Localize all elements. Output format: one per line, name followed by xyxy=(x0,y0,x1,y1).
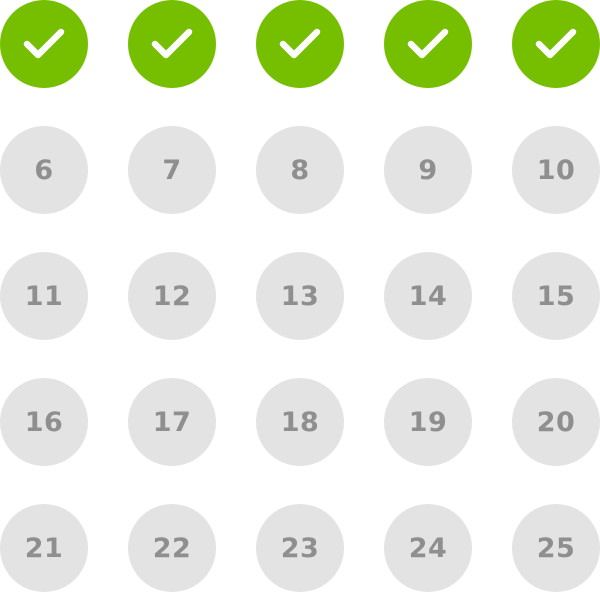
level-button[interactable]: 10 xyxy=(512,126,600,214)
level-number: 17 xyxy=(152,406,192,438)
level-button[interactable]: 21 xyxy=(0,504,88,592)
level-number: 20 xyxy=(536,406,576,438)
level-number: 25 xyxy=(536,532,576,564)
level-number: 12 xyxy=(152,280,192,312)
level-completed[interactable] xyxy=(0,0,88,88)
checkmark-icon xyxy=(151,27,193,61)
level-number: 14 xyxy=(408,280,448,312)
level-button[interactable]: 23 xyxy=(256,504,344,592)
level-completed[interactable] xyxy=(512,0,600,88)
level-number: 9 xyxy=(418,154,438,186)
level-button[interactable]: 18 xyxy=(256,378,344,466)
level-number: 23 xyxy=(280,532,320,564)
level-button[interactable]: 6 xyxy=(0,126,88,214)
level-number: 16 xyxy=(24,406,64,438)
level-button[interactable]: 19 xyxy=(384,378,472,466)
checkmark-icon xyxy=(407,27,449,61)
level-completed[interactable] xyxy=(256,0,344,88)
level-number: 19 xyxy=(408,406,448,438)
level-button[interactable]: 22 xyxy=(128,504,216,592)
level-button[interactable]: 12 xyxy=(128,252,216,340)
level-number: 10 xyxy=(536,154,576,186)
level-button[interactable]: 9 xyxy=(384,126,472,214)
level-number: 15 xyxy=(536,280,576,312)
level-number: 24 xyxy=(408,532,448,564)
level-button[interactable]: 20 xyxy=(512,378,600,466)
level-button[interactable]: 14 xyxy=(384,252,472,340)
level-number: 18 xyxy=(280,406,320,438)
level-number: 11 xyxy=(24,280,64,312)
level-number: 13 xyxy=(280,280,320,312)
level-button[interactable]: 15 xyxy=(512,252,600,340)
level-completed[interactable] xyxy=(384,0,472,88)
level-button[interactable]: 25 xyxy=(512,504,600,592)
level-button[interactable]: 8 xyxy=(256,126,344,214)
level-number: 8 xyxy=(290,154,310,186)
checkmark-icon xyxy=(23,27,65,61)
level-number: 6 xyxy=(34,154,54,186)
level-button[interactable]: 24 xyxy=(384,504,472,592)
level-button[interactable]: 13 xyxy=(256,252,344,340)
level-button[interactable]: 17 xyxy=(128,378,216,466)
level-button[interactable]: 16 xyxy=(0,378,88,466)
level-completed[interactable] xyxy=(128,0,216,88)
level-number: 21 xyxy=(24,532,64,564)
level-number: 7 xyxy=(162,154,182,186)
checkmark-icon xyxy=(279,27,321,61)
checkmark-icon xyxy=(535,27,577,61)
level-button[interactable]: 11 xyxy=(0,252,88,340)
level-number: 22 xyxy=(152,532,192,564)
level-button[interactable]: 7 xyxy=(128,126,216,214)
